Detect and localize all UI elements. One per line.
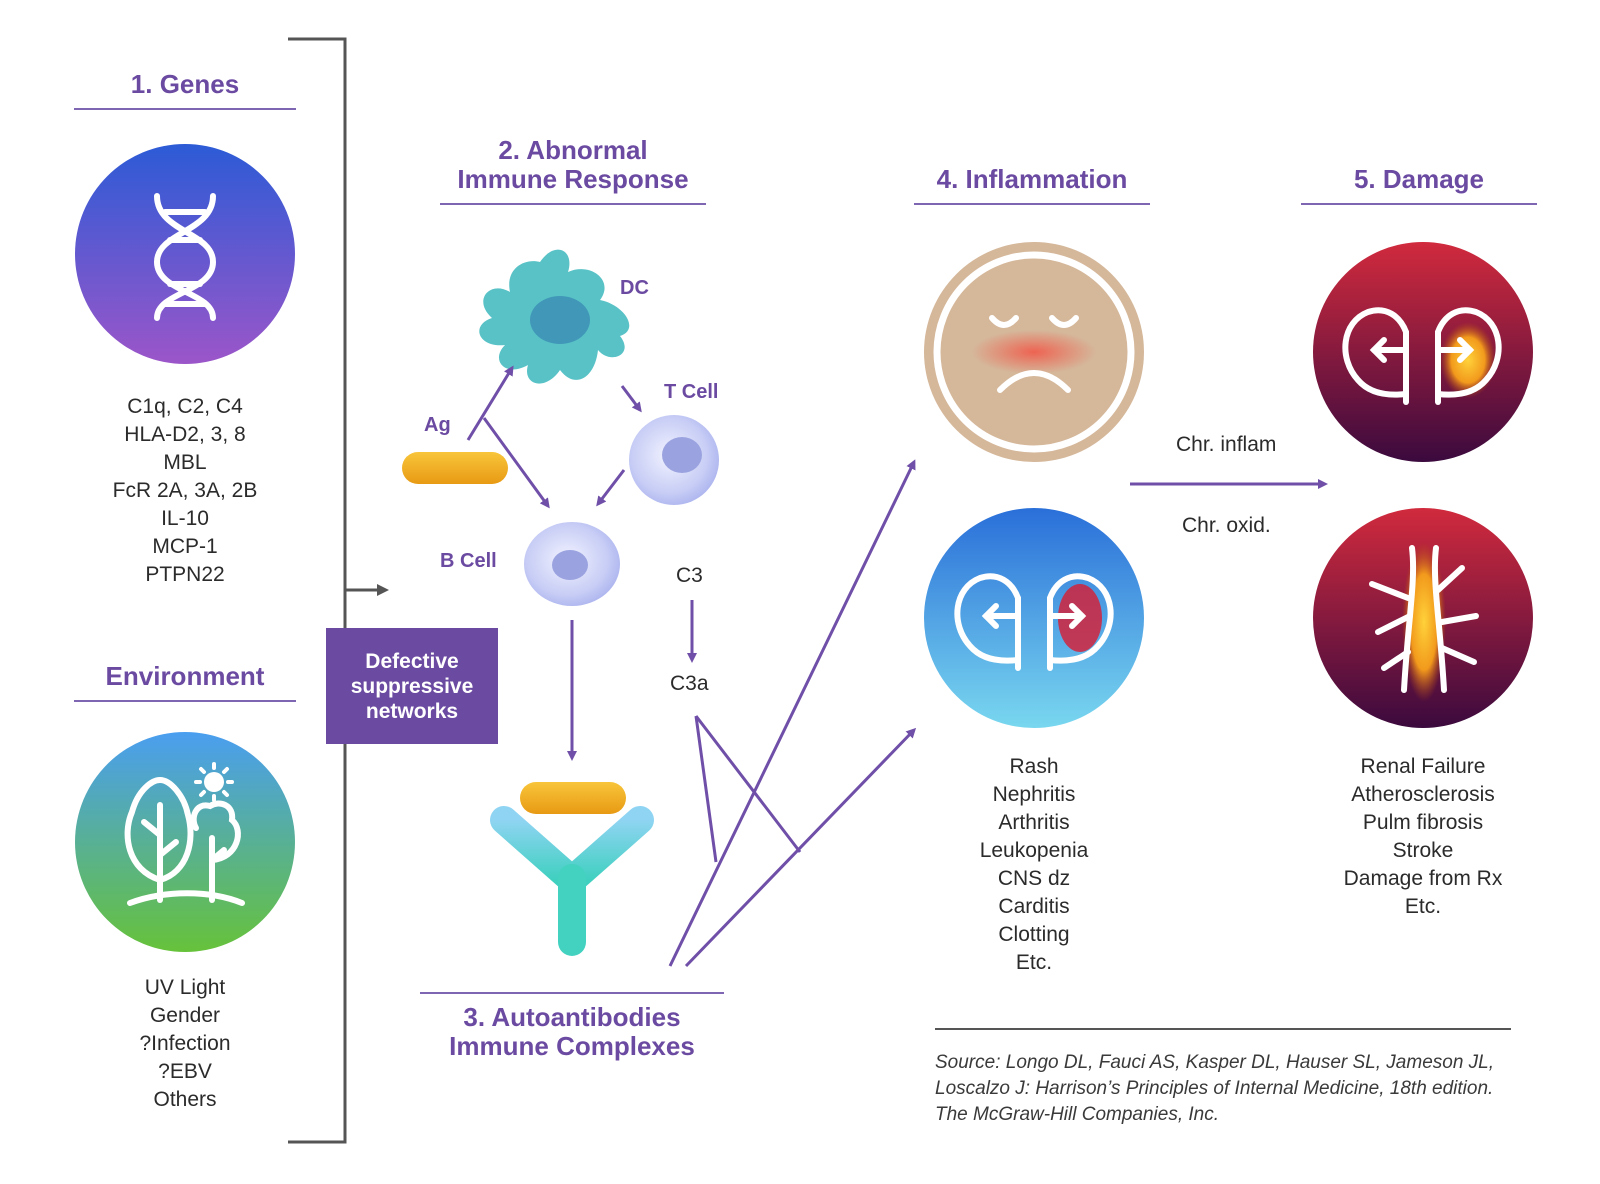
dendritic-cell-icon	[479, 249, 630, 384]
genes-heading: 1. Genes	[130, 69, 240, 99]
trees-sun-icon	[75, 732, 295, 952]
list-item: Stroke	[1392, 839, 1454, 862]
list-item: HLA-D2, 3, 8	[124, 423, 246, 446]
list-item: CNS dz	[997, 867, 1071, 890]
list-item: PTPN22	[145, 563, 225, 586]
inflammation-underline	[914, 203, 1150, 205]
box-line: networks	[365, 699, 459, 723]
t-cell-icon	[629, 415, 719, 505]
c3a-label: C3a	[670, 672, 709, 695]
chr-oxid-label: Chr. oxid.	[1182, 514, 1271, 537]
b-cell-label: B Cell	[440, 550, 497, 572]
list-item: C1q, C2, C4	[127, 395, 243, 418]
immune-response-underline	[440, 203, 706, 205]
list-item: Pulm fibrosis	[1362, 811, 1484, 834]
list-item: Arthritis	[998, 811, 1070, 834]
b-cell-icon	[524, 522, 620, 606]
environment-heading: Environment	[105, 661, 265, 691]
sad-face-icon	[924, 242, 1144, 462]
ag-label: Ag	[424, 414, 451, 436]
c3-label: C3	[676, 564, 703, 587]
inflammation-list: Rash Nephritis Arthritis Leukopenia CNS …	[934, 753, 1134, 977]
list-item: Nephritis	[992, 783, 1076, 806]
genes-list: C1q, C2, C4 HLA-D2, 3, 8 MBL FcR 2A, 3A,…	[85, 393, 285, 589]
list-item: Leukopenia	[979, 839, 1089, 862]
list-item: ?Infection	[139, 1032, 231, 1055]
immune-arrows	[466, 365, 1328, 968]
grouping-bracket	[288, 37, 347, 1144]
list-item: Etc.	[1404, 895, 1442, 918]
list-item: Renal Failure	[1360, 755, 1486, 778]
dna-icon	[75, 144, 295, 364]
list-item: UV Light	[144, 976, 226, 999]
source-line: Loscalzo J: Harrison’s Principles of Int…	[935, 1078, 1494, 1099]
source-divider	[935, 1028, 1511, 1030]
list-item: IL-10	[161, 507, 209, 530]
list-item: ?EBV	[158, 1060, 212, 1083]
list-item: MCP-1	[152, 535, 218, 558]
autoantibodies-overline	[420, 992, 724, 994]
list-item: Gender	[149, 1004, 221, 1027]
inflamed-kidney-icon	[924, 508, 1144, 728]
inflammation-heading: 4. Inflammation	[936, 164, 1128, 194]
list-item: Carditis	[998, 895, 1070, 918]
chr-inflam-label: Chr. inflam	[1176, 433, 1277, 456]
list-item: Atherosclerosis	[1351, 783, 1495, 806]
box-line: Defective	[365, 649, 459, 673]
source-line: Source: Longo DL, Fauci AS, Kasper DL, H…	[935, 1052, 1495, 1073]
genes-underline	[74, 108, 296, 110]
source-citation: Source: Longo DL, Fauci AS, Kasper DL, H…	[935, 1050, 1535, 1128]
autoantibodies-heading: 3. Autoantibodies Immune Complexes	[449, 1002, 695, 1061]
list-item: Rash	[1009, 755, 1059, 778]
list-item: FcR 2A, 3A, 2B	[112, 479, 258, 502]
damage-list: Renal Failure Atherosclerosis Pulm fibro…	[1313, 753, 1533, 921]
list-item: Clotting	[998, 923, 1070, 946]
environment-underline	[74, 700, 296, 702]
defective-suppressive-networks-box: Defective suppressive networks	[326, 628, 498, 744]
damaged-kidney-icon	[1313, 242, 1533, 462]
antibody-icon	[490, 782, 654, 956]
source-line: The McGraw-Hill Companies, Inc.	[935, 1104, 1220, 1125]
antigen-icon	[402, 452, 508, 484]
damage-underline	[1301, 203, 1537, 205]
list-item: Others	[153, 1088, 217, 1111]
damage-heading: 5. Damage	[1353, 164, 1485, 194]
immune-response-heading: 2. Abnormal Immune Response	[457, 135, 689, 194]
dc-label: DC	[620, 277, 649, 299]
list-item: Etc.	[1015, 951, 1053, 974]
t-cell-label: T Cell	[664, 381, 719, 403]
list-item: Damage from Rx	[1343, 867, 1503, 890]
list-item: MBL	[163, 451, 207, 474]
environment-list: UV Light Gender ?Infection ?EBV Others	[85, 974, 285, 1114]
box-line: suppressive	[350, 674, 474, 698]
damaged-artery-icon	[1313, 508, 1533, 728]
